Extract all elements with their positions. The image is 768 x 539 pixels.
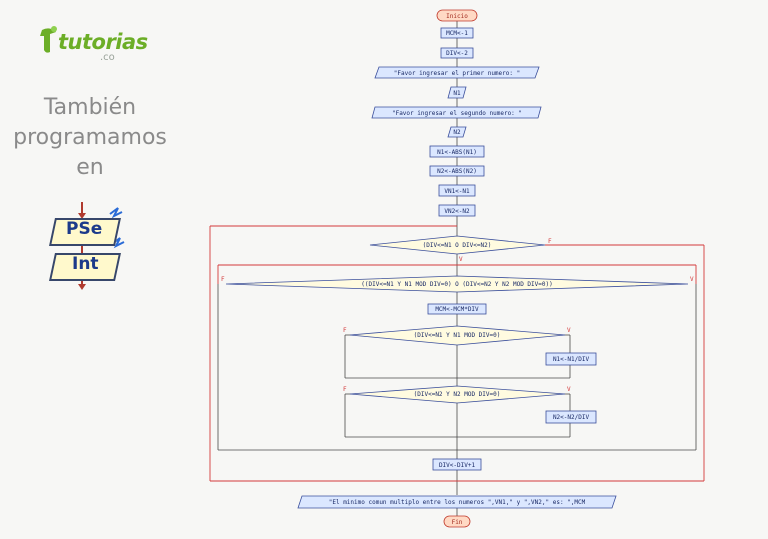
logo-text: tutorias [58, 30, 148, 54]
div-init-label: DIV<-2 [446, 50, 468, 57]
vn1-box [438, 184, 476, 197]
div-inc-box [432, 458, 482, 471]
output-io [297, 495, 617, 509]
if-n1-decision [349, 325, 566, 346]
pse-badge-label: PSe [66, 219, 103, 239]
abs-n2-label: N2<-ABS(N2) [437, 168, 477, 175]
if-n2-label: (DIV<=N2 Y N2 MOD DIV=0) [414, 391, 501, 398]
output-label: "El minimo comun multiplo entre los nume… [329, 499, 586, 506]
if-n2-true-label: V [567, 386, 571, 393]
n1-div-box [545, 352, 597, 366]
logo-leaf-icon [40, 26, 57, 53]
int-badge-label: Int [72, 254, 99, 274]
div-inc-label: DIV<-DIV+1 [439, 462, 476, 469]
read-n1-label: N1 [453, 90, 461, 97]
tagline-line-3: en [76, 155, 104, 180]
while-true-label: V [459, 256, 463, 263]
abs-n1-box [429, 145, 485, 158]
div-init-box [440, 47, 474, 59]
flow-connectors [217, 20, 697, 516]
mcm-update-box [427, 303, 487, 315]
if-n1-label: (DIV<=N1 Y N1 MOD DIV=0) [414, 332, 501, 339]
start-label: Inicio [446, 13, 468, 20]
mcm-init-box [440, 27, 474, 39]
while-decision [369, 235, 546, 255]
prompt1-label: "Favor ingresar el primer numero: " [394, 70, 520, 77]
read-n2-label: N2 [453, 129, 461, 136]
prompt2-io [371, 106, 542, 119]
sidebar-promo: tutorias .co También programamos en PSe … [0, 0, 180, 539]
read-n2-io [447, 126, 467, 138]
while-label: (DIV<=N1 O DIV<=N2) [423, 242, 492, 249]
prompt2-label: "Favor ingresar el segundo numero: " [392, 110, 522, 117]
if-outer-false-label: F [221, 276, 225, 283]
tagline-line-1: También [43, 95, 137, 120]
tagline-line-2: programamos [13, 125, 167, 150]
if-outer-decision [225, 275, 689, 293]
vn2-label: VN2<-N2 [444, 208, 470, 215]
if-n2-decision [349, 385, 566, 404]
n2-div-box [545, 410, 597, 424]
end-label: Fin [452, 519, 463, 526]
start-terminal [436, 9, 478, 22]
vn1-label: VN1<-N1 [444, 188, 470, 195]
mcm-update-label: MCM<-MCM*DIV [435, 306, 479, 313]
if-n1-false-label: F [343, 327, 347, 334]
abs-n2-box [429, 165, 485, 177]
while-false-label: F [548, 238, 552, 245]
n2-div-label: N2<-N2/DIV [553, 414, 590, 421]
mcm-init-label: MCM<-1 [446, 30, 468, 37]
read-n1-io [447, 86, 467, 99]
if-n2-false-label: F [343, 386, 347, 393]
if-n1-true-label: V [567, 327, 571, 334]
vn2-box [438, 204, 476, 217]
logo-domain: .co [100, 52, 115, 63]
end-terminal [443, 515, 471, 528]
prompt1-io [374, 66, 540, 79]
if-outer-true-label: V [690, 276, 694, 283]
n1-div-label: N1<-N1/DIV [553, 356, 590, 363]
loop-connectors [209, 225, 705, 482]
if-outer-label: ((DIV<=N1 Y N1 MOD DIV=0) O (DIV<=N2 Y N… [361, 281, 552, 288]
abs-n1-label: N1<-ABS(N1) [437, 149, 477, 156]
